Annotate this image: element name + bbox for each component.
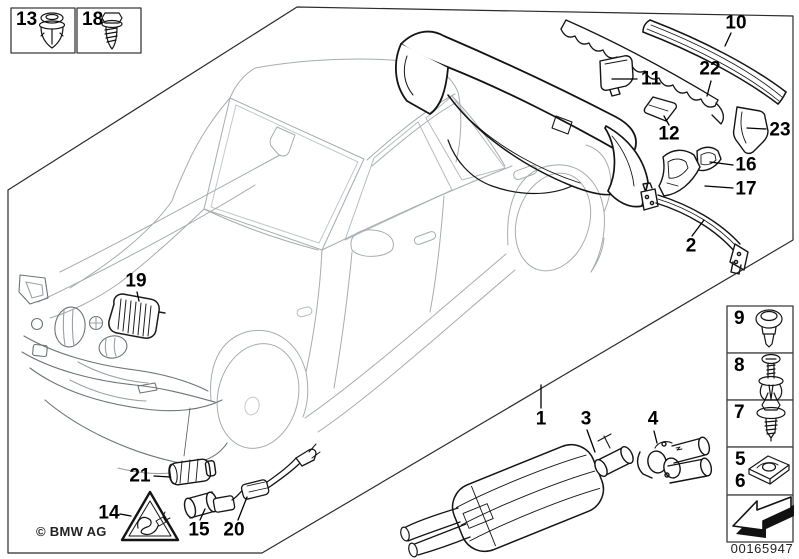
callout-16[interactable]: 16 (735, 154, 757, 176)
part-22-serrated-strip (560, 19, 725, 125)
callout-20[interactable]: 20 (223, 519, 245, 541)
callout-3[interactable]: 3 (580, 408, 592, 430)
callout-18[interactable]: 18 (82, 9, 104, 30)
callout-1[interactable]: 1 (535, 408, 547, 430)
callout-12[interactable]: 12 (658, 123, 680, 145)
sealing-plug-icon (755, 309, 783, 348)
part-11-bracket (599, 55, 634, 97)
frame-outline (7, 6, 794, 554)
callout-15[interactable]: 15 (188, 519, 210, 541)
part-3-tailpipe (594, 433, 634, 477)
callout-17[interactable]: 17 (735, 178, 757, 200)
callout-23[interactable]: 23 (769, 119, 791, 141)
callout-11[interactable]: 11 (640, 68, 662, 90)
callout-22[interactable]: 22 (699, 58, 721, 80)
part-15-sleeve (183, 491, 219, 519)
callout-10[interactable]: 10 (725, 12, 747, 34)
image-number-text: 00165947 (730, 541, 794, 556)
car-front-end (18, 274, 228, 475)
callout-13[interactable]: 13 (16, 9, 38, 30)
expanding-rivet-screw-icon (758, 353, 784, 401)
callout-5[interactable]: 5 (735, 449, 746, 470)
part-4-twin-tips (636, 436, 713, 484)
part-14-warning-triangle (120, 490, 180, 542)
leader-lines (119, 32, 767, 521)
callout-4[interactable]: 4 (647, 408, 659, 430)
part-12-cover (643, 96, 678, 122)
part-21-pdc-sensor (168, 407, 217, 486)
callout-8[interactable]: 8 (734, 355, 745, 376)
expanding-rivet-icon (38, 12, 66, 49)
copyright-text: © BMW AG (36, 524, 107, 539)
part-10-impact-bar (642, 19, 787, 105)
part-rear-bumper-trim (395, 30, 649, 208)
callout-19[interactable]: 19 (125, 270, 147, 292)
callout-7[interactable]: 7 (734, 402, 745, 423)
callout-2[interactable]: 2 (685, 235, 697, 257)
clip-nut-icon (748, 455, 790, 485)
part-19-grille (108, 293, 166, 339)
screw-with-washer-icon (756, 399, 786, 442)
callout-14[interactable]: 14 (98, 502, 120, 524)
part-2-carrier-bar (640, 182, 749, 275)
part-23-side-cover (732, 106, 769, 155)
part-20-cable (212, 443, 321, 513)
part-1-muffler (400, 443, 605, 558)
direction-of-travel-arrow-icon (732, 496, 794, 538)
sheet-metal-screw-icon (101, 12, 123, 50)
part-16-trim (696, 146, 722, 172)
callout-21[interactable]: 21 (129, 465, 151, 487)
part-17-trim (658, 149, 701, 197)
callout-9[interactable]: 9 (734, 308, 745, 329)
callout-6[interactable]: 6 (735, 471, 746, 492)
